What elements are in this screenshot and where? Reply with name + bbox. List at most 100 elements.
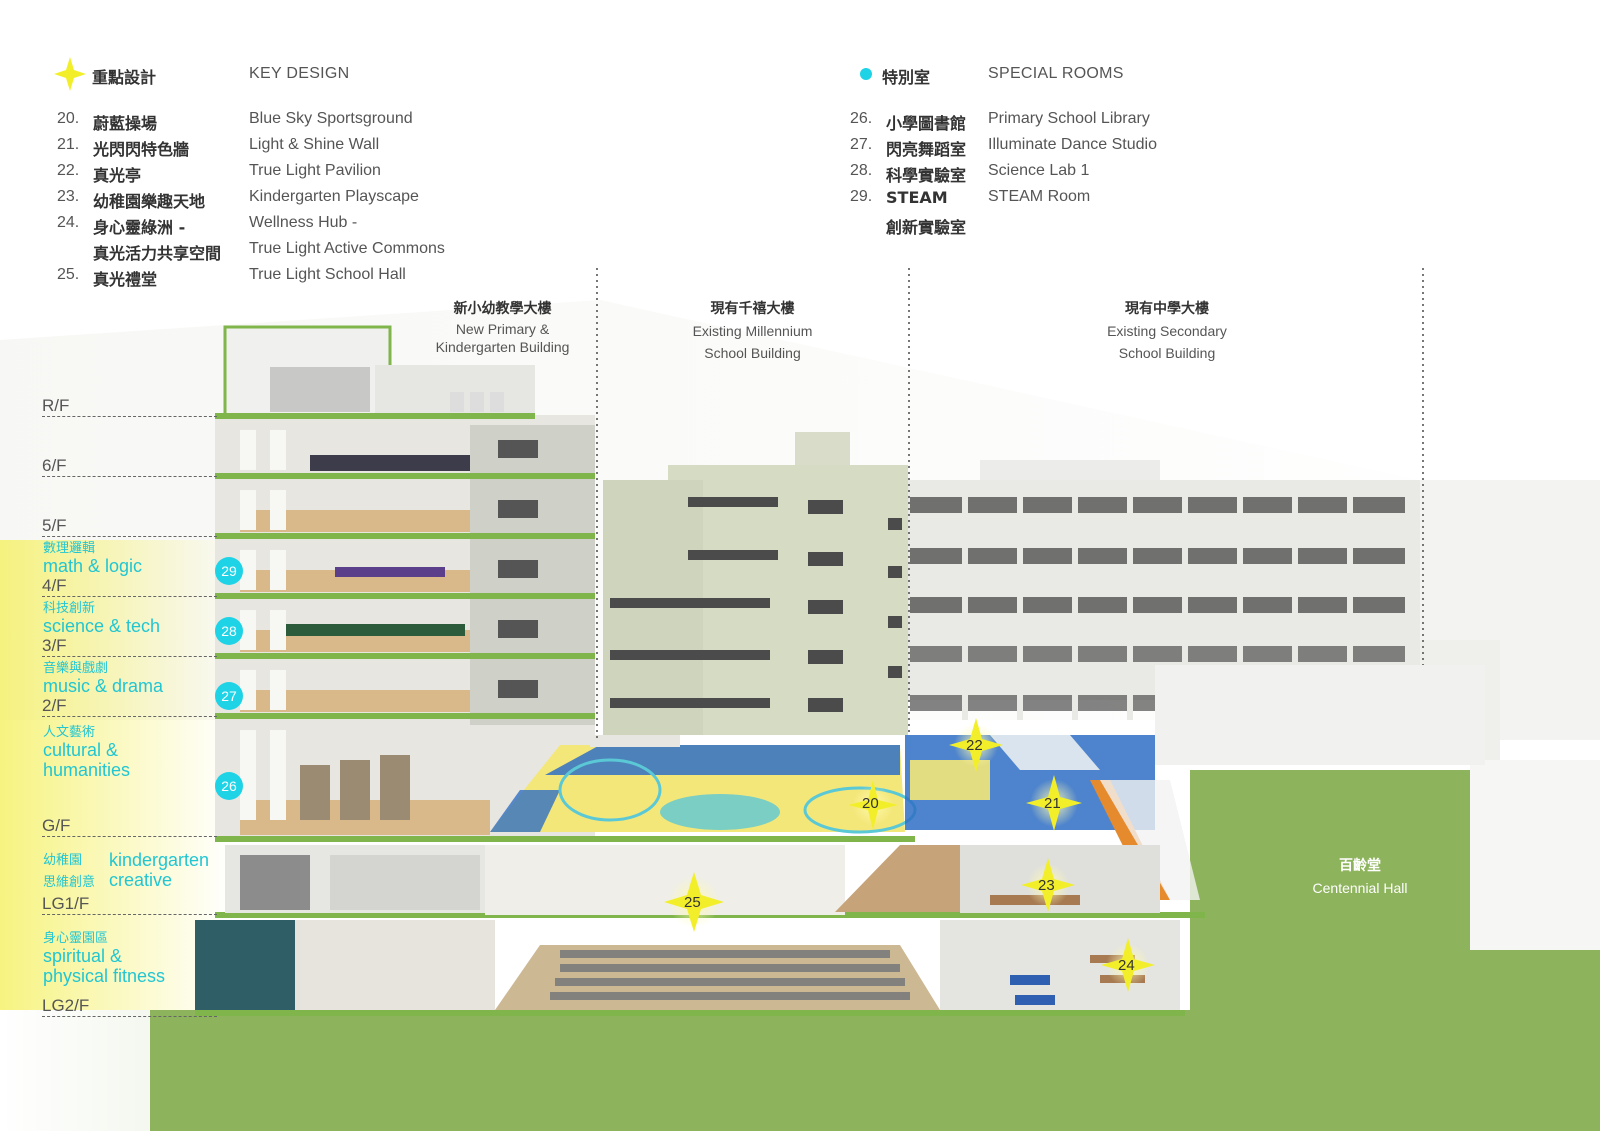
floor-label-3f: 3/F <box>42 636 67 655</box>
item-label-en: True Light Active Commons <box>249 240 445 257</box>
item-label-zh: 真光活力共享空間 <box>93 244 222 263</box>
special-room-item-27: 27. 閃亮舞蹈室 Illuminate Dance Studio <box>850 136 1210 159</box>
floor-line <box>42 656 217 657</box>
item-number: 27. <box>850 136 873 153</box>
zone-kindergarten: 幼稚園 kindergarten 思維創意 creative <box>43 850 233 894</box>
special-room-item-28: 28. 科學實驗室 Science Lab 1 <box>850 162 1210 185</box>
key-design-item-25: 25. 真光禮堂 True Light School Hall <box>57 266 477 289</box>
zone-label-en: math & logic <box>43 556 143 576</box>
item-number: 20. <box>57 110 80 127</box>
item-label-en: Kindergarten Playscape <box>249 188 419 205</box>
special-room-item-26: 26. 小學圖書館 Primary School Library <box>850 110 1210 133</box>
item-number: 29. <box>850 188 873 205</box>
key-design-label-25: 25 <box>684 894 701 911</box>
special-rooms-title-zh: 特別室 <box>882 68 931 87</box>
building-name-en: School Building <box>704 345 801 361</box>
zone-label-zh: 幼稚園 <box>43 852 83 867</box>
building-name-en: New Primary & <box>455 321 550 337</box>
floor-line <box>42 914 217 915</box>
zone-label-en: kindergarten <box>109 850 210 870</box>
floor-label-4f: 4/F <box>42 576 67 595</box>
key-design-item-23: 23. 幼稚園樂趣天地 Kindergarten Playscape <box>57 188 477 211</box>
floor-line <box>42 836 217 837</box>
zone-science-tech: 科技創新 science & tech <box>43 600 160 636</box>
zone-music-drama: 音樂與戲劇 music & drama <box>43 660 163 696</box>
zone-label-en: creative <box>109 870 173 890</box>
zone-spiritual-physical: 身心靈園區 spiritual & physical fitness <box>43 930 165 986</box>
building-label-millennium: 現有千禧大樓 Existing Millennium School Buildi… <box>660 298 845 364</box>
key-design-label-22: 22 <box>966 737 983 754</box>
special-room-badge-27: 27 <box>215 682 243 710</box>
item-label-zh: 光閃閃特色牆 <box>93 140 190 159</box>
item-label-zh: 蔚藍操場 <box>93 114 158 133</box>
key-design-item-20: 20. 蔚藍操場 Blue Sky Sportsground <box>57 110 477 133</box>
item-label-en: Illuminate Dance Studio <box>988 136 1157 153</box>
special-room-badge-26: 26 <box>215 772 243 800</box>
floor-label-rf: R/F <box>42 396 70 415</box>
special-room-badge-28: 28 <box>215 617 243 645</box>
floor-line <box>42 596 217 597</box>
special-room-dot-icon <box>860 68 872 80</box>
floor-label-6f: 6/F <box>42 456 67 475</box>
building-name-en: School Building <box>1118 345 1216 361</box>
floor-line <box>42 416 217 417</box>
zone-math-logic: 數理邏輯 math & logic <box>43 540 142 576</box>
floor-label-lg1f: LG1/F <box>42 894 90 913</box>
building-label-new: 新小幼教學大樓 New Primary & Kindergarten Build… <box>410 298 595 356</box>
item-label-zh: 閃亮舞蹈室 <box>886 140 967 159</box>
item-label-en: True Light School Hall <box>249 266 406 283</box>
item-label-zh: 創新實驗室 <box>886 218 967 237</box>
key-design-item-22: 22. 真光亭 True Light Pavilion <box>57 162 477 185</box>
item-label-en: Light & Shine Wall <box>249 136 380 153</box>
item-label-en: Wellness Hub - <box>249 214 358 231</box>
key-design-title-zh: 重點設計 <box>92 68 157 87</box>
building-name-zh: 現有中學大樓 <box>1125 301 1209 317</box>
key-design-stars <box>664 718 1155 992</box>
item-label-zh: 小學圖書館 <box>886 114 967 133</box>
zone-label-zh: 身心靈園區 <box>43 930 109 945</box>
building-name-en: Kindergarten Building <box>435 339 570 355</box>
hall-name-zh: 百齡堂 <box>1339 858 1381 874</box>
floor-line <box>42 476 217 477</box>
item-label-en: Science Lab 1 <box>988 162 1090 179</box>
item-label-zh: 科學實驗室 <box>886 166 967 185</box>
hall-name-en: Centennial Hall <box>1312 880 1408 896</box>
zone-label-en: physical fitness <box>43 966 166 986</box>
building-name-zh: 現有千禧大樓 <box>710 301 795 317</box>
item-number: 25. <box>57 266 80 283</box>
building-name-en: Existing Secondary <box>1107 323 1227 339</box>
key-design-label-24: 24 <box>1118 957 1135 974</box>
key-design-star-icon <box>54 57 86 91</box>
zone-cultural-humanities: 人文藝術 cultural & humanities <box>43 724 130 780</box>
building-label-secondary: 現有中學大樓 Existing Secondary School Buildin… <box>1072 298 1262 364</box>
zone-label-zh: 人文藝術 <box>43 724 96 739</box>
item-number: 26. <box>850 110 873 127</box>
floor-line <box>42 716 217 717</box>
item-label-zh: 真光禮堂 <box>93 270 158 289</box>
item-number: 23. <box>57 188 80 205</box>
zone-label-zh: 音樂與戲劇 <box>43 660 109 675</box>
zone-label-en: science & tech <box>43 616 161 636</box>
key-design-title-en: KEY DESIGN <box>249 65 350 82</box>
special-room-badge-29: 29 <box>215 557 243 585</box>
key-design-label-21: 21 <box>1044 795 1061 812</box>
item-label-zh: 身心靈綠洲 - <box>93 218 186 237</box>
item-label-zh: STEAM <box>886 188 948 207</box>
zone-label-zh: 科技創新 <box>43 600 96 615</box>
building-name-en: Existing Millennium <box>692 323 813 339</box>
item-number: 28. <box>850 162 873 179</box>
key-design-label-20: 20 <box>862 795 879 812</box>
secondary-windows <box>910 497 1405 711</box>
zone-label-en: cultural & <box>43 740 119 760</box>
centennial-hall-label: 百齡堂 Centennial Hall <box>1290 855 1430 899</box>
floor-label-5f: 5/F <box>42 516 67 535</box>
item-number: 24. <box>57 214 80 231</box>
floor-label-gf: G/F <box>42 816 71 835</box>
floor-line <box>42 1016 217 1017</box>
item-label-en: STEAM Room <box>988 188 1091 205</box>
floor-line <box>42 536 217 537</box>
floor-label-2f: 2/F <box>42 696 67 715</box>
key-design-item-24: 24. 身心靈綠洲 - Wellness Hub - <box>57 214 477 237</box>
zone-label-en: music & drama <box>43 676 164 696</box>
